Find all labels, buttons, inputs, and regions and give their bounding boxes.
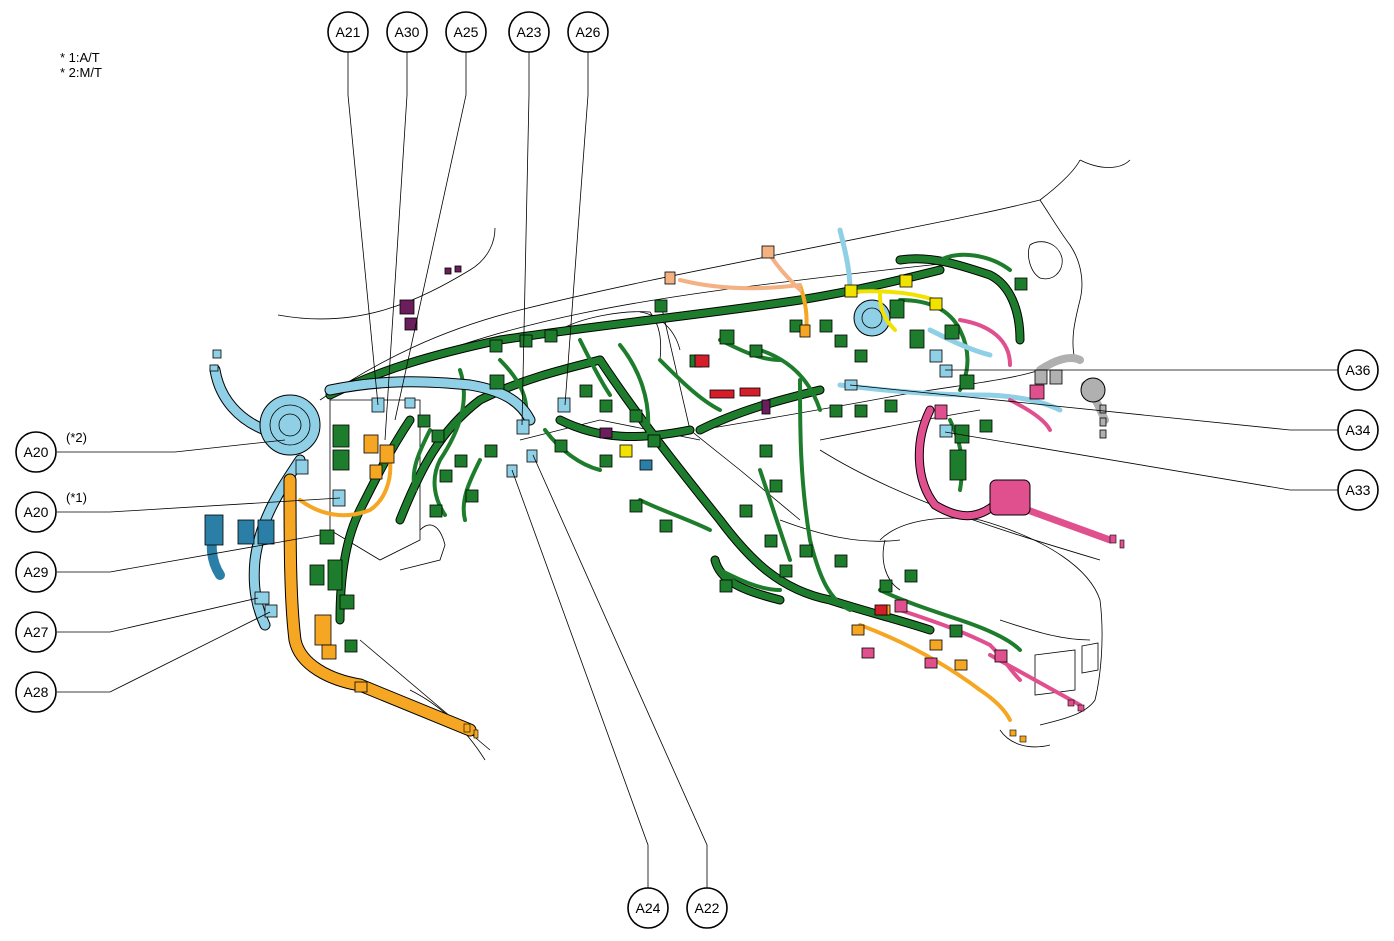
callout-a27: A27: [15, 611, 57, 653]
callout-a25-label: A25: [454, 24, 479, 40]
pink-harness-branch: [898, 318, 1082, 707]
callout-a20-at-label: A20: [24, 504, 49, 520]
connectors-teal: [204, 459, 653, 546]
callout-a34: A34: [1337, 409, 1379, 451]
callout-a28-label: A28: [24, 684, 49, 700]
callout-a36-label: A36: [1346, 362, 1371, 378]
connectors-light-blue: [209, 349, 953, 618]
legend-note-at: * 1:A/T: [60, 50, 100, 65]
callout-a26: A26: [567, 11, 609, 53]
callout-a34-label: A34: [1346, 422, 1371, 438]
callout-a36: A36: [1337, 349, 1379, 391]
connectors-peach: [664, 245, 775, 285]
callout-a28: A28: [15, 671, 57, 713]
callout-a21: A21: [327, 11, 369, 53]
pink-junction: [989, 479, 1031, 516]
callout-a33: A33: [1337, 469, 1379, 511]
gray-grommet: [1080, 377, 1106, 403]
leader-lines: [57, 50, 1338, 890]
callout-a21-label: A21: [336, 24, 361, 40]
callout-a30: A30: [386, 11, 428, 53]
orange-harness: [284, 474, 476, 736]
connectors-red: [694, 354, 888, 616]
callout-a25: A25: [445, 11, 487, 53]
callout-a23: A23: [508, 11, 550, 53]
callout-a20-at: A20 (*1): [15, 490, 87, 533]
legend: * 1:A/T * 2:M/T: [60, 50, 102, 80]
harness-tail-dashes: [463, 534, 1125, 743]
callout-a29-label: A29: [24, 564, 49, 580]
callout-a22-label: A22: [695, 900, 720, 916]
connectors-pink: [861, 384, 1045, 669]
callout-a30-label: A30: [395, 24, 420, 40]
light-blue-grommet: [259, 394, 321, 456]
callout-a33-label: A33: [1346, 482, 1371, 498]
callout-a26-label: A26: [576, 24, 601, 40]
dashboard-outline: [277, 159, 1131, 761]
connectors-green: [309, 277, 1028, 653]
callout-a20-mt: A20 (*2): [15, 430, 87, 473]
callout-a20-mt-note: (*2): [66, 430, 87, 445]
callout-a24-label: A24: [636, 900, 661, 916]
callout-a22: A22: [686, 887, 728, 929]
legend-note-mt: * 2:M/T: [60, 65, 102, 80]
callout-a23-label: A23: [517, 24, 542, 40]
yellow-harness: [848, 289, 937, 332]
connectors-yellow: [619, 274, 943, 458]
callout-a20-at-note: (*1): [66, 490, 87, 505]
callout-a24: A24: [627, 887, 669, 929]
callout-a20-mt-label: A20: [24, 444, 49, 460]
peach-harness: [678, 253, 802, 292]
callout-a27-label: A27: [24, 624, 49, 640]
connectors-purple: [399, 265, 771, 439]
callout-a29: A29: [15, 551, 57, 593]
connectors-gray: [1034, 369, 1107, 439]
